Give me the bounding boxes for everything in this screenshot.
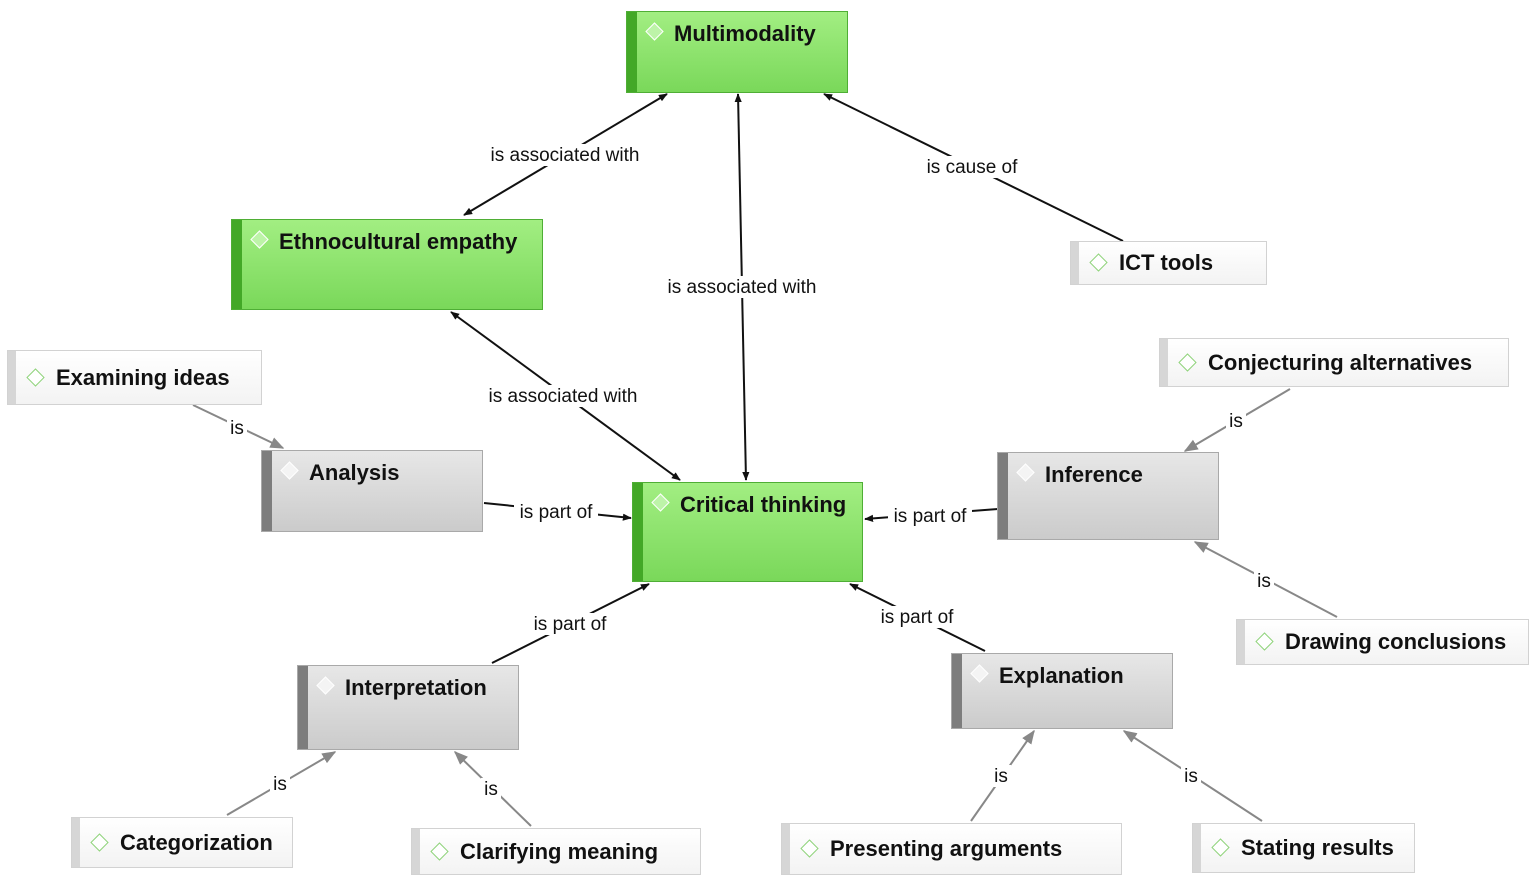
diamond-icon <box>1255 632 1274 651</box>
link-ict-multimodality[interactable]: is cause of <box>823 93 1124 242</box>
node-explanation[interactable]: Explanation <box>951 653 1173 729</box>
link-inference-critical[interactable]: is part of <box>864 505 999 527</box>
diamond-icon <box>280 461 299 480</box>
node-label: Explanation <box>999 663 1124 688</box>
diamond-icon <box>90 832 109 852</box>
link-label: is <box>1257 571 1271 592</box>
node-label: Clarifying meaning <box>460 838 659 864</box>
node-label: Categorization <box>120 829 273 855</box>
node-interpretation[interactable]: Interpretation <box>297 665 519 750</box>
node-label: Conjecturing alternatives <box>1208 349 1473 375</box>
node-label: Analysis <box>309 460 400 485</box>
node-label: Examining ideas <box>56 364 230 390</box>
diamond-icon <box>430 841 449 861</box>
link-examining-analysis[interactable]: is <box>192 404 285 449</box>
node-analysis[interactable]: Analysis <box>261 450 483 532</box>
link-label: is associated with <box>491 145 640 166</box>
link-label: is <box>1229 411 1243 432</box>
node-label: Multimodality <box>674 21 816 46</box>
link-ethnocultural-critical[interactable]: is associated with <box>450 311 681 481</box>
link-label: is part of <box>894 506 968 527</box>
diamond-icon <box>645 22 664 41</box>
link-ethnocultural-multimodality[interactable]: is associated with <box>463 93 668 216</box>
diamond-icon <box>26 367 45 387</box>
link-label: is associated with <box>489 386 638 407</box>
node-ethnocultural-empathy[interactable]: Ethnocultural empathy <box>231 219 543 310</box>
diamond-icon <box>800 839 819 858</box>
link-label: is part of <box>881 607 955 628</box>
diamond-icon <box>651 493 670 512</box>
link-categorization-interpretation[interactable]: is <box>226 751 337 816</box>
node-inference[interactable]: Inference <box>997 452 1219 540</box>
link-label: is <box>1184 766 1198 787</box>
diamond-icon <box>970 664 989 683</box>
node-label: Presenting arguments <box>830 836 1063 861</box>
link-explanation-critical[interactable]: is part of <box>849 583 986 652</box>
diamond-icon <box>250 230 269 249</box>
node-label: Inference <box>1045 462 1143 487</box>
node-label: Critical thinking <box>680 492 847 517</box>
node-presenting-arguments[interactable]: Presenting arguments <box>781 823 1122 875</box>
link-clarifying-interpretation[interactable]: is <box>453 751 532 827</box>
link-label: is <box>273 774 287 795</box>
node-label: Ethnocultural empathy <box>279 229 518 254</box>
node-label: Drawing conclusions <box>1285 629 1507 654</box>
node-categorization[interactable]: Categorization <box>71 817 293 868</box>
node-label: Interpretation <box>345 675 487 700</box>
link-label: is <box>230 418 244 439</box>
node-clarifying-meaning[interactable]: Clarifying meaning <box>411 828 701 875</box>
link-critical-multimodality[interactable]: is associated with <box>660 93 824 481</box>
link-analysis-critical[interactable]: is part of <box>483 501 632 523</box>
diamond-icon <box>1211 838 1230 857</box>
link-label: is cause of <box>927 157 1019 178</box>
diamond-icon <box>1178 352 1197 372</box>
node-stating-results[interactable]: Stating results <box>1192 823 1415 873</box>
link-presenting-explanation[interactable]: is <box>970 729 1035 822</box>
node-label: ICT tools <box>1119 250 1214 275</box>
link-conjecturing-inference[interactable]: is <box>1183 388 1291 452</box>
link-interpretation-critical[interactable]: is part of <box>491 583 650 664</box>
node-ict-tools[interactable]: ICT tools <box>1070 241 1267 285</box>
link-label: is part of <box>534 614 608 635</box>
diamond-icon <box>1089 253 1108 272</box>
node-multimodality[interactable]: Multimodality <box>626 11 848 93</box>
link-drawing-inference[interactable]: is <box>1193 541 1338 618</box>
node-label: Stating results <box>1241 835 1394 860</box>
link-label: is part of <box>520 502 594 523</box>
node-conjecturing-alternatives[interactable]: Conjecturing alternatives <box>1159 338 1509 387</box>
node-drawing-conclusions[interactable]: Drawing conclusions <box>1236 619 1529 665</box>
node-critical-thinking[interactable]: Critical thinking <box>632 482 863 582</box>
diamond-icon <box>316 676 335 695</box>
link-label: is <box>484 779 498 800</box>
link-label: is associated with <box>668 277 817 298</box>
diamond-icon <box>1016 463 1035 482</box>
node-examining-ideas[interactable]: Examining ideas <box>7 350 262 405</box>
link-stating-explanation[interactable]: is <box>1122 730 1263 822</box>
link-label: is <box>994 766 1008 787</box>
